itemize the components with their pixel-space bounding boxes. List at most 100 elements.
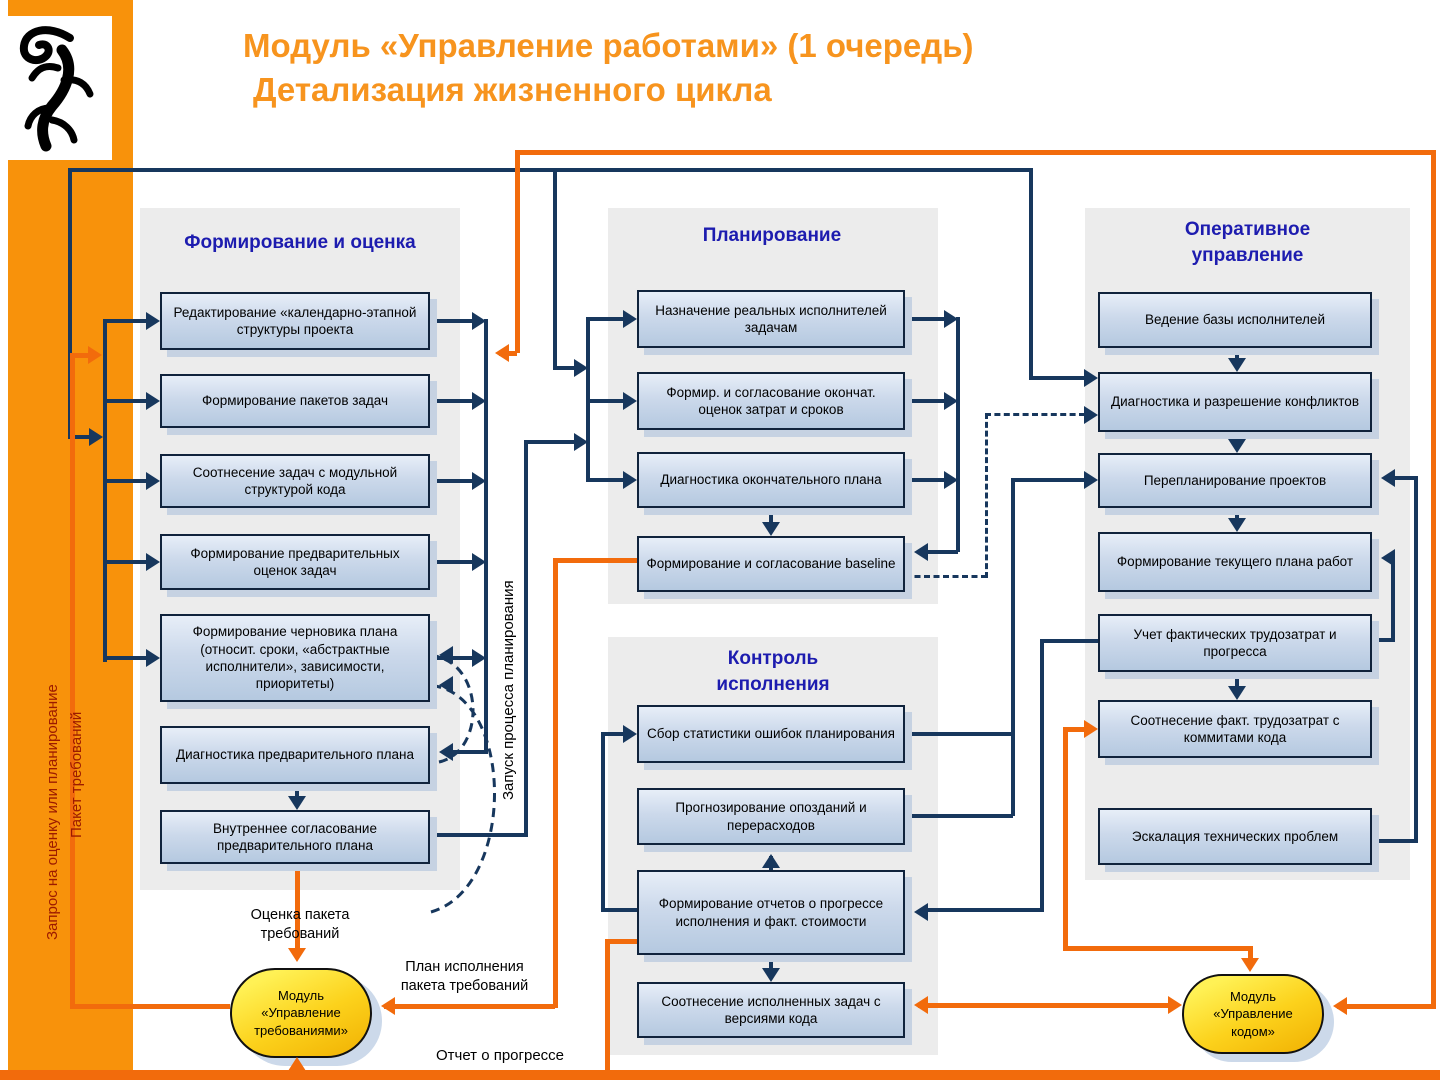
node-preliminary-estimates: Формирование предварительных оценок зада… [160,534,430,590]
node-text: Сбор статистики ошибок планирования [647,726,895,742]
arrowhead [574,433,597,451]
logo-plate [0,16,112,160]
node-planning-error-statistics: Сбор статистики ошибок планирования [637,705,905,763]
connector-segment [1248,946,1253,960]
node-text: Диагностика окончательного плана [660,472,882,488]
node-text: Внутреннее согласование предварительного… [213,820,377,853]
connector-segment [905,317,945,321]
connector-segment [1235,432,1239,442]
node-executor-database: Ведение базы исполнителей [1098,292,1372,348]
slide-title-line2: Детализация жизненного цикла [253,70,772,108]
arrowhead [623,471,646,489]
arrowhead [623,725,646,743]
connector-segment [1391,556,1395,642]
module-text: Модуль «Управление кодом» [1213,988,1293,1039]
node-text: Перепланирование проектов [1143,472,1327,488]
arrowhead [1324,997,1347,1015]
connector-segment [918,1003,1170,1008]
connector-segment [68,168,1029,172]
arrowhead [146,649,169,667]
arrowhead [1372,469,1395,487]
node-text: Ведение базы исполнителей [1145,312,1325,328]
node-text: Прогнозирование опозданий и перерасходов [675,800,867,833]
arrowhead [88,346,111,364]
node-text: Формир. и согласование окончат. оценок з… [666,384,876,417]
node-form-task-packages: Формирование пакетов задач [160,374,430,428]
arrowhead [430,646,453,664]
connector-segment [553,168,557,368]
module-requirements-management: Модуль «Управление требованиями» [230,968,372,1058]
arrowhead [1228,439,1246,462]
node-text: Учет фактических трудозатрат и прогресса [1133,626,1337,659]
module-code-management: Модуль «Управление кодом» [1182,974,1324,1054]
connector-segment [107,319,147,323]
module-text: Модуль «Управление требованиями» [254,987,348,1038]
connector-segment [607,939,637,944]
arrowhead [574,359,597,377]
arrowhead [1228,358,1246,381]
arrowhead [472,312,495,330]
slide-title: Модуль «Управление работами» (1 очередь)… [243,24,974,111]
arrowhead [472,392,495,410]
node-map-tasks-to-code-structure: Соотнесение задач с модульной структурой… [160,454,430,508]
connector-segment [384,1004,555,1009]
header-operations: Оперативное управление [1184,219,1311,266]
bottom-orange-bar [0,1070,1440,1080]
connector-segment [1385,476,1418,480]
connector-segment [1235,508,1239,521]
connector-segment [1011,478,1085,482]
connector-segment [444,750,486,754]
arrowhead [430,743,453,761]
label-execution-plan: План исполнения пакета требований [400,959,529,994]
connector-segment [1372,638,1395,642]
arrowhead [905,996,928,1014]
arrowhead [472,649,495,667]
arrowhead [146,472,169,490]
connector-segment [1431,150,1436,1008]
node-text: Формирование и согласование baseline [646,556,896,572]
arrowhead [146,312,169,330]
connector-segment [553,558,637,563]
connector-segment [905,399,945,403]
arrowhead [1228,686,1246,709]
node-current-work-plan: Формирование текущего плана работ [1098,532,1372,592]
connector-segment [1029,168,1033,378]
connector-segment [1040,639,1098,643]
node-text: Эскалация технических проблем [1131,828,1339,844]
label-planning-start-vertical: Запуск процесса планирования [500,580,517,800]
connector-segment [1063,946,1253,951]
connector-segment [430,319,473,323]
connector-segment [515,150,1436,155]
connector-segment [601,732,605,910]
connector-segment [107,399,147,403]
header-formation: Формирование и оценка [184,232,416,254]
connector-segment [524,440,528,837]
arrowhead [944,392,967,410]
node-tasks-to-code-versions: Соотнесение исполненных задач с версиями… [637,982,905,1038]
connector-segment [430,560,473,564]
arrowhead [762,968,780,991]
node-text: Соотнесение задач с модульной структурой… [192,464,398,497]
connector-segment [1372,839,1418,843]
connector-segment [107,479,147,483]
connector-segment [905,814,1013,818]
connector-segment [295,864,300,950]
connector-segment [586,317,590,482]
node-text: Соотнесение исполненных задач с версиями… [661,993,881,1026]
node-internal-approval-preliminary-plan: Внутреннее согласование предварительного… [160,810,430,864]
node-progress-reports: Формирование отчетов о прогрессе исполне… [637,870,905,955]
connector-segment [68,435,93,439]
connector-segment [1063,727,1068,950]
arrowhead [1168,996,1191,1014]
connector-segment [72,1004,230,1009]
arrowhead [288,948,306,971]
arrowhead [1084,720,1107,738]
connector-segment [1414,476,1418,843]
node-assign-real-executors: Назначение реальных исполнителей задачам [637,290,905,348]
node-draft-plan: Формирование черновика плана (относит. с… [160,614,430,702]
connector-segment [484,319,488,754]
connector-segment [107,656,147,660]
node-effort-to-commits: Соотнесение факт. трудозатрат с коммитам… [1098,700,1372,758]
connector-segment [68,168,72,437]
node-baseline-approval: Формирование и согласование baseline [637,536,905,592]
